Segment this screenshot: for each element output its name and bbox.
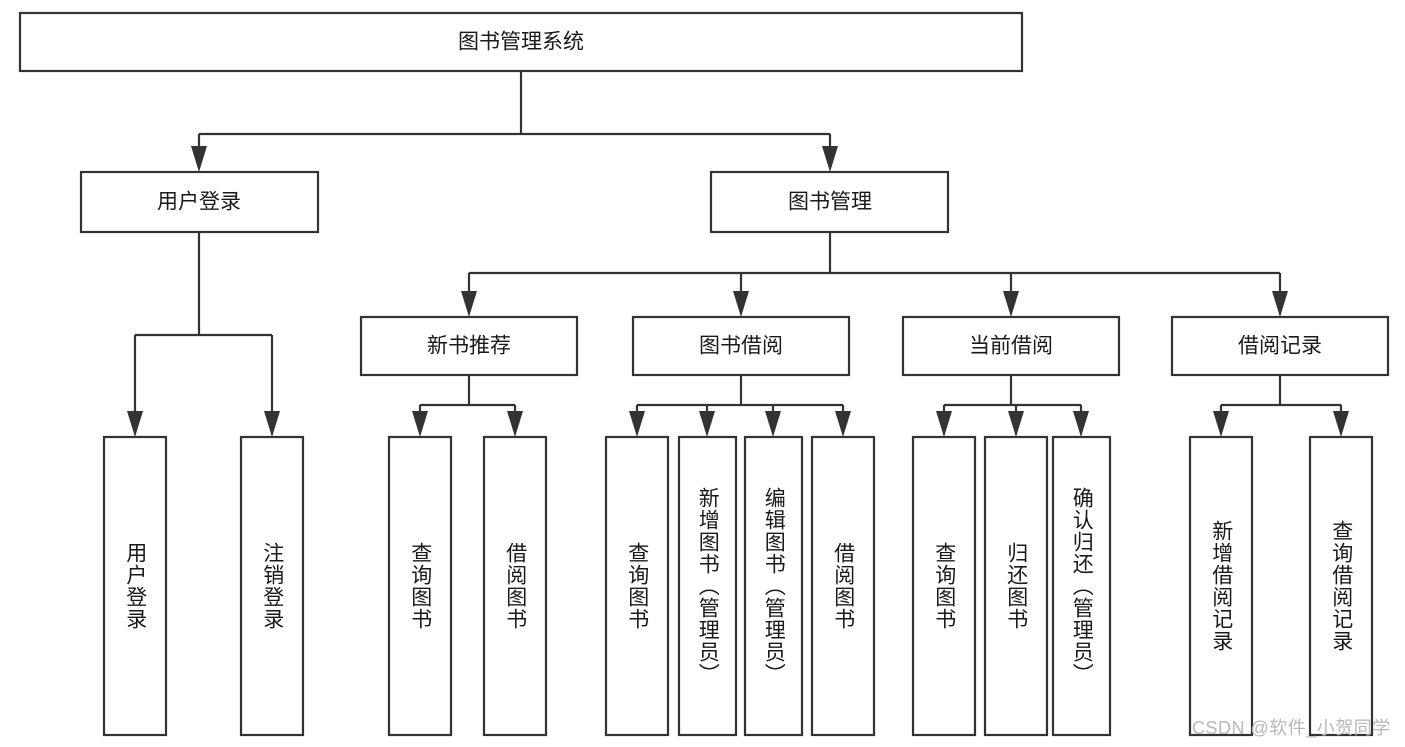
node-user-login-rect[interactable] — [79, 170, 320, 234]
node-book-manage[interactable]: 图书管理 — [709, 170, 950, 234]
arrow-head-leaf-return-book — [1008, 411, 1024, 437]
leaf-borrow-book-1-rect[interactable] — [482, 435, 548, 737]
arrow-head-current-borrow — [1003, 291, 1019, 317]
arrow-head-new-book-recommend — [461, 291, 477, 317]
arrow-head-leaf-confirm-return — [1073, 411, 1089, 437]
csdn-watermark: CSDN @软件_小贺同学 — [1192, 718, 1391, 738]
arrow-head-book-manage — [822, 146, 838, 172]
node-current-borrow-label: 当前借阅 — [969, 335, 1053, 358]
node-book-manage-label: 图书管理 — [788, 191, 872, 214]
node-root-rect[interactable] — [18, 11, 1024, 73]
arrow-head-leaf-query-record — [1333, 411, 1349, 437]
node-current-borrow[interactable]: 当前借阅 — [901, 315, 1121, 377]
arrow-head-leaf-edit-book — [765, 411, 781, 437]
node-user-login[interactable]: 用户登录 — [79, 170, 320, 234]
arrow-head-leaf-user-login — [127, 411, 143, 437]
connector-group-user-login — [127, 232, 280, 437]
node-borrow-record-label: 借阅记录 — [1238, 335, 1322, 358]
leaf-user-login-rect[interactable] — [102, 435, 168, 737]
connector-group-book-manage — [461, 232, 1288, 317]
arrow-head-leaf-query-book-1 — [412, 411, 428, 437]
leaf-borrow-book-2-rect[interactable] — [810, 435, 876, 737]
node-user-login-label: 用户登录 — [157, 191, 241, 214]
connector-group-borrow-record — [1213, 375, 1349, 437]
arrow-head-leaf-query-book-2 — [629, 411, 645, 437]
leaf-user-logout-rect[interactable] — [239, 435, 305, 737]
leaf-boxes — [102, 435, 1374, 737]
node-current-borrow-rect[interactable] — [901, 315, 1121, 377]
connector-group-book-borrow — [629, 375, 851, 437]
node-new-book-recommend[interactable]: 新书推荐 — [359, 315, 579, 377]
arrow-head-leaf-borrow-book-2 — [835, 411, 851, 437]
leaf-query-book-1-rect[interactable] — [387, 435, 453, 737]
arrow-head-book-borrow — [733, 291, 749, 317]
node-root-label: 图书管理系统 — [458, 31, 584, 54]
node-root[interactable]: 图书管理系统 — [18, 11, 1024, 73]
node-book-manage-rect[interactable] — [709, 170, 950, 234]
node-borrow-record[interactable]: 借阅记录 — [1170, 315, 1390, 377]
leaf-query-book-3-rect[interactable] — [911, 435, 977, 737]
arrow-head-leaf-add-record — [1213, 411, 1229, 437]
connector-group-root — [191, 71, 838, 172]
node-new-book-recommend-label: 新书推荐 — [427, 335, 511, 358]
arrow-head-leaf-add-book — [699, 411, 715, 437]
leaf-return-book-rect[interactable] — [983, 435, 1049, 737]
node-book-borrow-label: 图书借阅 — [699, 335, 783, 358]
connector-group-new-book-recommend — [412, 375, 523, 437]
connector-group-current-borrow — [936, 375, 1089, 437]
node-new-book-recommend-rect[interactable] — [359, 315, 579, 377]
arrow-head-leaf-user-logout — [264, 411, 280, 437]
arrow-head-borrow-record — [1272, 291, 1288, 317]
arrow-head-user-login — [191, 146, 207, 172]
leaf-edit-book-rect[interactable] — [743, 435, 804, 737]
node-book-borrow[interactable]: 图书借阅 — [631, 315, 851, 377]
leaf-query-record-rect[interactable] — [1308, 435, 1374, 737]
leaf-add-record-rect[interactable] — [1188, 435, 1254, 737]
node-book-borrow-rect[interactable] — [631, 315, 851, 377]
leaf-add-book-rect[interactable] — [677, 435, 738, 737]
leaf-query-book-2-rect[interactable] — [604, 435, 670, 737]
node-borrow-record-rect[interactable] — [1170, 315, 1390, 377]
leaf-confirm-return-rect[interactable] — [1051, 435, 1112, 737]
arrow-head-leaf-borrow-book-1 — [507, 411, 523, 437]
arrow-head-leaf-query-book-3 — [936, 411, 952, 437]
